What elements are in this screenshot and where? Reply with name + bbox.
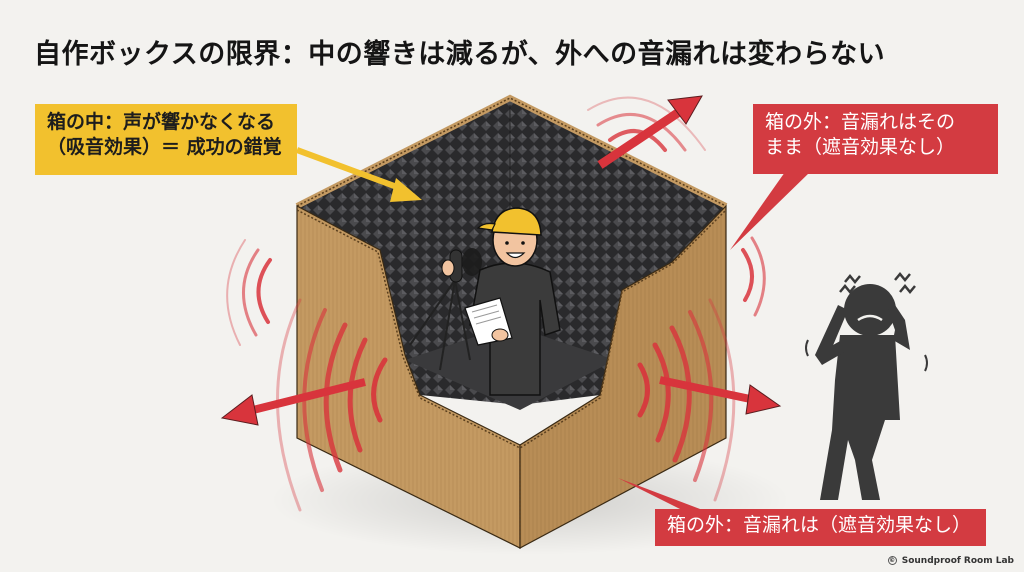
sound-leak-arrow-left — [220, 378, 366, 426]
singer-figure — [409, 207, 561, 396]
outside-top-callout-line-2: まま（遮音効果なし） — [765, 135, 956, 158]
inside-callout-arrow — [295, 147, 422, 202]
box-rim — [295, 94, 728, 209]
sound-leak-arrow-right — [659, 376, 782, 415]
outside-bottom-callout-pointer — [618, 478, 700, 509]
outside-leak-callout-top: 箱の外：音漏れはその まま（遮音効果なし） — [753, 104, 998, 174]
copyright-icon: © — [887, 556, 897, 565]
outside-leak-callout-bottom: 箱の外：音漏れは（遮音効果なし） — [655, 509, 986, 546]
page-title: 自作ボックスの限界：中の響きは減るが、外への音漏れは変わらない — [34, 39, 886, 70]
sound-leak-arrow-top — [597, 95, 703, 169]
cardboard-box — [296, 204, 727, 550]
annoyed-neighbor-figure — [805, 272, 928, 500]
outside-top-callout-line-1: 箱の外：音漏れはその — [765, 111, 956, 133]
inside-effect-callout: 箱の中：声が響かなくなる （吸音効果）＝ 成功の錯覚 — [35, 104, 297, 175]
inside-callout-line-1: 箱の中：声が響かなくなる — [47, 111, 276, 133]
outside-bottom-callout-text: 箱の外：音漏れは（遮音効果なし） — [667, 514, 972, 536]
credit-text: Soundproof Room Lab — [901, 556, 1014, 566]
outside-top-callout-pointer — [730, 172, 810, 250]
copyright-credit: © Soundproof Room Lab — [887, 556, 1014, 566]
inside-callout-line-2: （吸音効果）＝ 成功の錯覚 — [47, 135, 282, 158]
sound-waves-top — [587, 96, 706, 152]
